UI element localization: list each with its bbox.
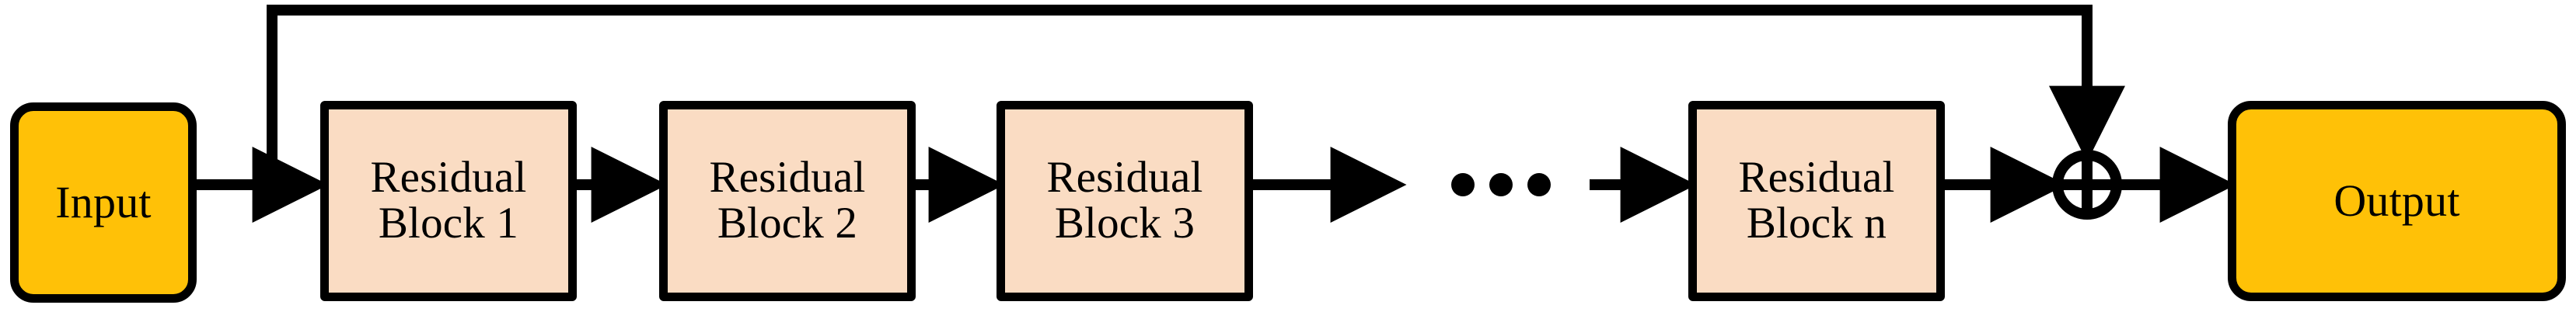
node-residual-block-1[interactable]: Residual Block 1 xyxy=(320,101,577,301)
edge-skip-connection xyxy=(267,5,2125,185)
add-operator-icon xyxy=(2052,150,2122,220)
node-residual-block-3[interactable]: Residual Block 3 xyxy=(997,101,1253,301)
node-residual-block-3-label: Residual Block 3 xyxy=(1046,153,1203,248)
node-residual-block-2[interactable]: Residual Block 2 xyxy=(659,101,916,301)
node-output-label: Output xyxy=(2333,175,2460,227)
node-output[interactable]: Output xyxy=(2228,101,2566,301)
node-residual-block-1-label: Residual Block 1 xyxy=(370,153,527,248)
ellipsis-icon xyxy=(1451,173,1551,196)
node-input[interactable]: Input xyxy=(10,102,197,303)
node-residual-block-n[interactable]: Residual Block n xyxy=(1688,101,1945,301)
node-input-label: Input xyxy=(55,177,152,228)
node-residual-block-n-label: Residual Block n xyxy=(1738,153,1895,248)
node-residual-block-2-label: Residual Block 2 xyxy=(709,153,866,248)
